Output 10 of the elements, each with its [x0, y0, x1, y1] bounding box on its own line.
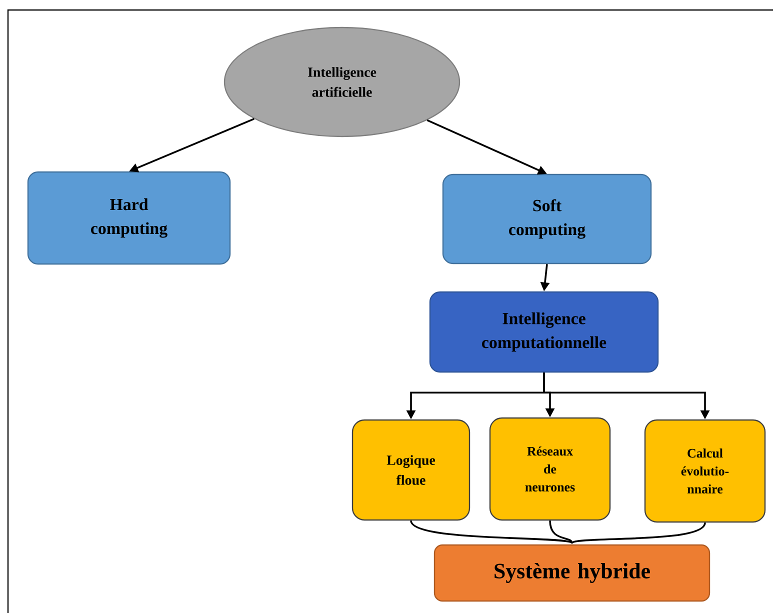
connector [572, 522, 706, 544]
process-box: Logique floue [352, 419, 470, 521]
connector [410, 520, 572, 544]
process-box: Intelligence computationnelle [429, 291, 659, 373]
result-box: Système hybride [434, 544, 710, 602]
process-box: Réseaux de neurones [489, 417, 611, 521]
process-box: Soft computing [442, 174, 652, 264]
process-box: Calcul évolutio- nnaire [644, 419, 766, 523]
process-box: Hard computing [27, 171, 231, 265]
connector [549, 520, 573, 544]
